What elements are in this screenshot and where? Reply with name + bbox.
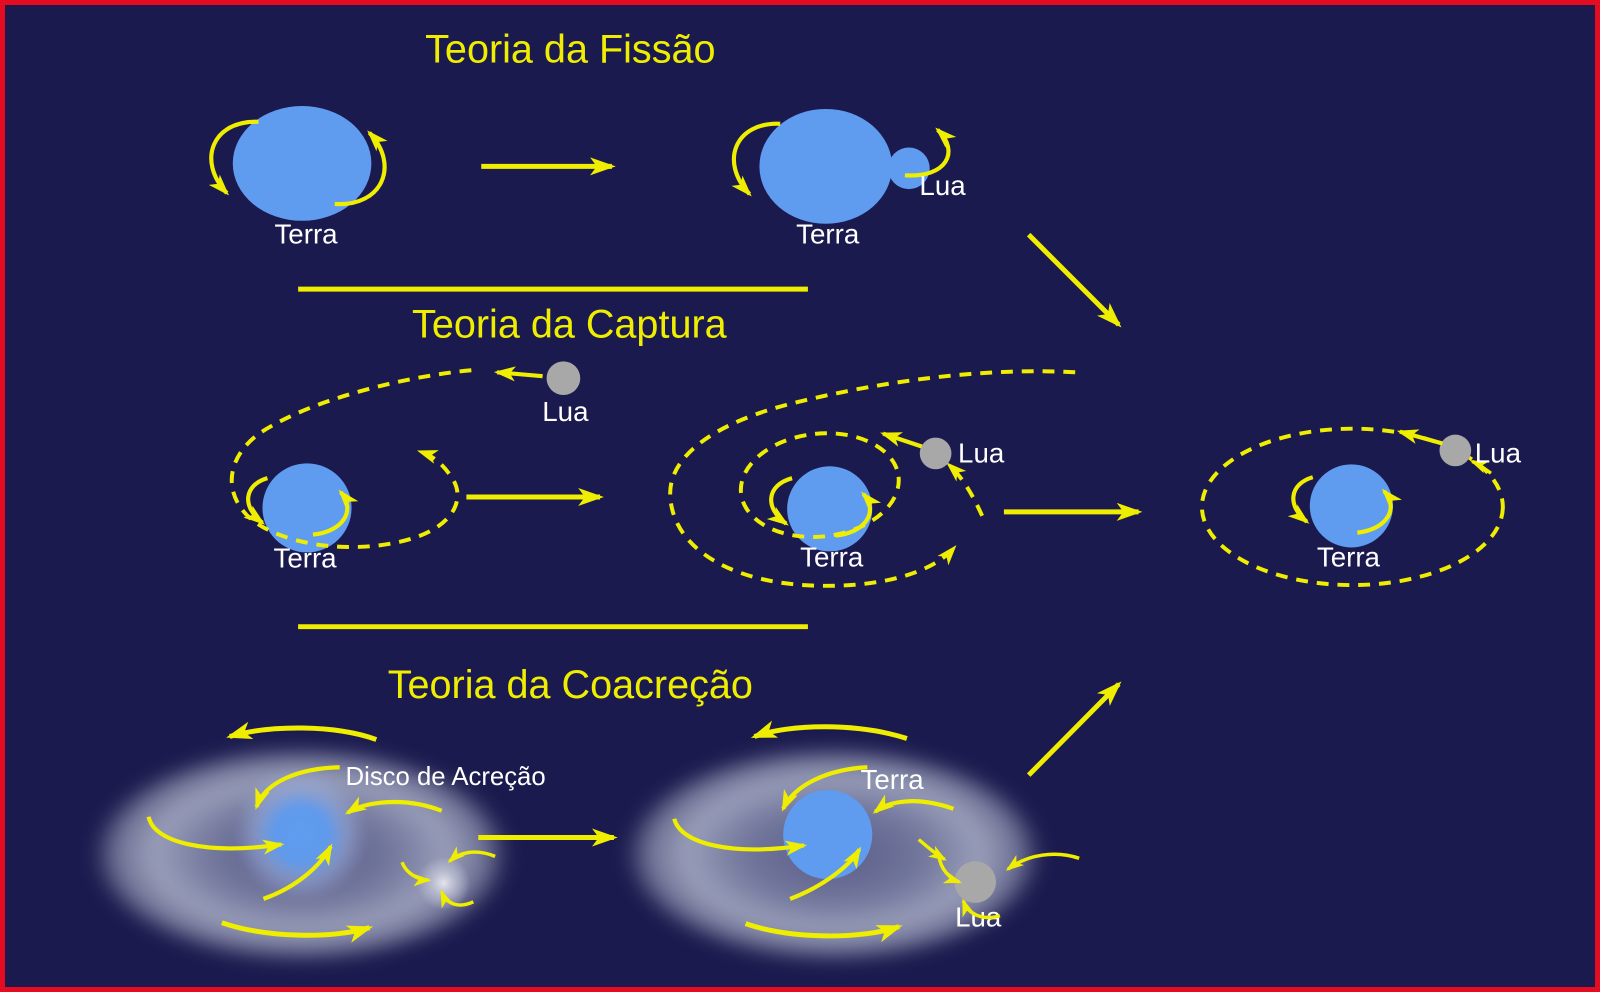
swirl-arrow-icon bbox=[447, 846, 496, 864]
swirl-arrow-icon bbox=[254, 765, 340, 810]
rotation-arrow-icon bbox=[1357, 488, 1402, 535]
left-arrow-icon bbox=[493, 366, 543, 382]
capture-stage2-earth-label: Terra bbox=[800, 541, 864, 572]
moon-direction-arrow bbox=[880, 431, 923, 449]
rotation-arrow-icon bbox=[334, 130, 388, 207]
capture-final-orbit bbox=[1199, 426, 1505, 588]
rotation-arrow-icon bbox=[766, 476, 793, 526]
fission-earth-label: Terra bbox=[274, 219, 338, 250]
coaccretion-section: Teoria da Coacreção Disco de Acreção Ter… bbox=[91, 663, 1122, 964]
capture-incoming-moon bbox=[546, 361, 581, 396]
rotation-arrow-icon bbox=[835, 491, 882, 538]
rotation-arrow-icon bbox=[243, 476, 269, 525]
rotation-arrow-icon bbox=[208, 119, 259, 196]
swirl-arrow-icon bbox=[400, 861, 432, 887]
coaccretion-moon bbox=[954, 861, 997, 903]
swirl-arrow-icon bbox=[226, 721, 378, 742]
fission-earth2-label: Terra bbox=[796, 219, 860, 250]
moon-formation-diagram: Teoria da Fissão Terra Terra Lua Teoria … bbox=[91, 27, 1522, 964]
fission-earth-bulged bbox=[759, 108, 893, 224]
capture-stage1-earth bbox=[262, 463, 352, 553]
capture-inner-orbit bbox=[738, 431, 901, 539]
capture-title: Teoria da Captura bbox=[412, 303, 728, 347]
capture-outer-spiral bbox=[668, 369, 1076, 588]
capture-stage3-moon-label: Lua bbox=[1475, 437, 1522, 468]
coaccretion-earth bbox=[783, 790, 873, 880]
capture-stage3-earth-label: Terra bbox=[1317, 541, 1381, 572]
orbit-arrow-icon bbox=[1469, 459, 1492, 475]
capture-section: Teoria da Captura Lua Terra Terra Lua T bbox=[229, 303, 1522, 588]
swirl-arrow-icon bbox=[146, 816, 285, 855]
moon-direction-arrow bbox=[1396, 429, 1444, 446]
swirl-arrow-icon bbox=[744, 921, 903, 943]
coaccretion-title: Teoria da Coacreção bbox=[388, 663, 753, 707]
capture-stage2-earth bbox=[787, 466, 873, 552]
rotation-arrow-icon bbox=[731, 121, 781, 197]
swirl-arrow-icon bbox=[1005, 852, 1080, 871]
swirl-arrow-icon bbox=[672, 818, 808, 856]
swirl-arrow-icon bbox=[917, 838, 947, 861]
capture-incoming-moon-label: Lua bbox=[542, 396, 589, 427]
rotation-arrow-icon bbox=[312, 489, 359, 537]
swirl-arrow-icon bbox=[789, 846, 862, 901]
accretion-disk-label: Disco de Acreção bbox=[346, 763, 546, 791]
fission-moon-label: Lua bbox=[919, 170, 966, 201]
capture-approach-path bbox=[946, 462, 984, 517]
diagonal-arrow-icon bbox=[1026, 681, 1122, 777]
fission-moon-bud bbox=[888, 147, 930, 190]
capture-spiral-orbit bbox=[229, 368, 472, 550]
swirl-arrow-icon bbox=[961, 898, 1001, 920]
swirl-arrow-icon bbox=[262, 843, 333, 901]
swirl-arrow-icon bbox=[781, 765, 868, 812]
capture-stage2-moon-label: Lua bbox=[958, 437, 1005, 468]
coaccretion-earth-label: Terra bbox=[861, 764, 925, 795]
swirl-arrow-icon bbox=[344, 796, 443, 815]
fission-title: Teoria da Fissão bbox=[425, 27, 715, 71]
proto-moon-blob bbox=[416, 856, 471, 910]
swirl-arrow-icon bbox=[440, 889, 475, 909]
rotation-arrow-icon bbox=[904, 127, 957, 178]
swirl-arrow-icon bbox=[221, 920, 374, 943]
capture-stage2-moon bbox=[919, 437, 952, 470]
capture-stage1-earth-label: Terra bbox=[273, 542, 337, 573]
capture-stage3-earth bbox=[1309, 464, 1393, 548]
diagonal-arrow-icon bbox=[1026, 232, 1122, 328]
swirl-arrow-icon bbox=[872, 794, 955, 814]
fission-earth bbox=[232, 105, 372, 221]
rotation-arrow-icon bbox=[1287, 475, 1314, 524]
fission-section: Teoria da Fissão Terra Terra Lua bbox=[208, 27, 1122, 328]
capture-stage3-moon bbox=[1439, 434, 1472, 467]
swirl-arrow-icon bbox=[750, 720, 908, 741]
